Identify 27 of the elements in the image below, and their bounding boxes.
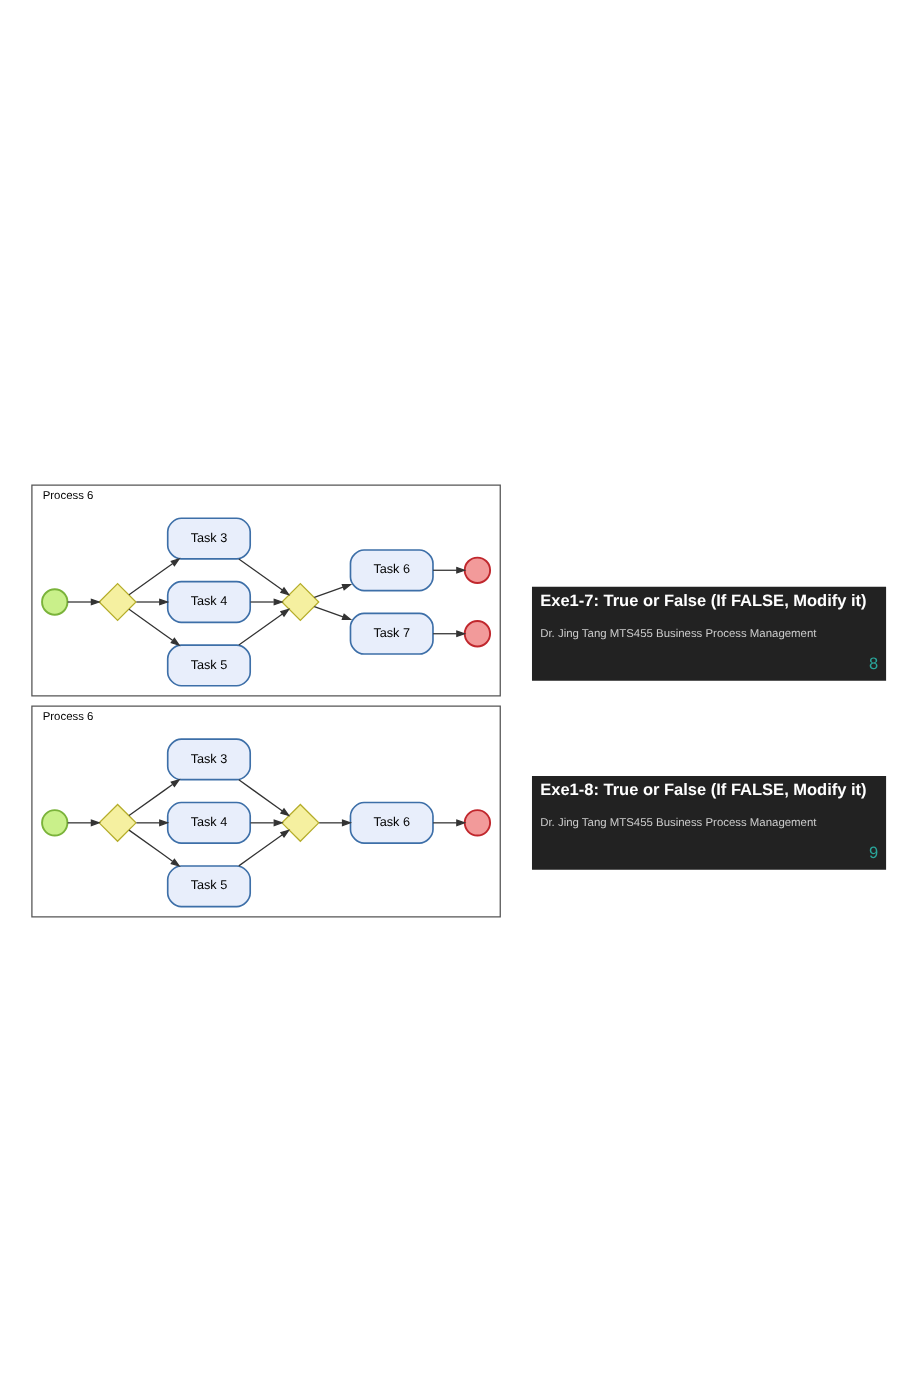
arrow <box>313 604 353 620</box>
arrow <box>432 818 467 826</box>
node-circle <box>463 619 492 647</box>
node-circle <box>463 555 492 583</box>
node-diamond <box>98 581 137 621</box>
arrow <box>128 556 181 595</box>
arrow <box>249 818 284 826</box>
arrow <box>432 565 467 573</box>
node-circle <box>41 808 69 836</box>
arrow <box>238 607 291 645</box>
arrow <box>128 828 181 866</box>
node-diamond <box>98 802 137 842</box>
arrow <box>135 597 170 605</box>
arrow <box>128 777 181 816</box>
arrow <box>67 597 101 605</box>
node-circle <box>463 808 492 836</box>
arrow <box>318 818 353 826</box>
arrow <box>313 582 353 598</box>
arrow <box>432 629 467 637</box>
node-circle <box>41 587 69 615</box>
arrow <box>67 818 101 826</box>
arrow <box>238 828 291 866</box>
arrow <box>128 607 181 646</box>
arrow <box>238 557 291 595</box>
arrow <box>238 778 291 816</box>
arrow <box>249 597 284 605</box>
arrow <box>135 818 170 826</box>
